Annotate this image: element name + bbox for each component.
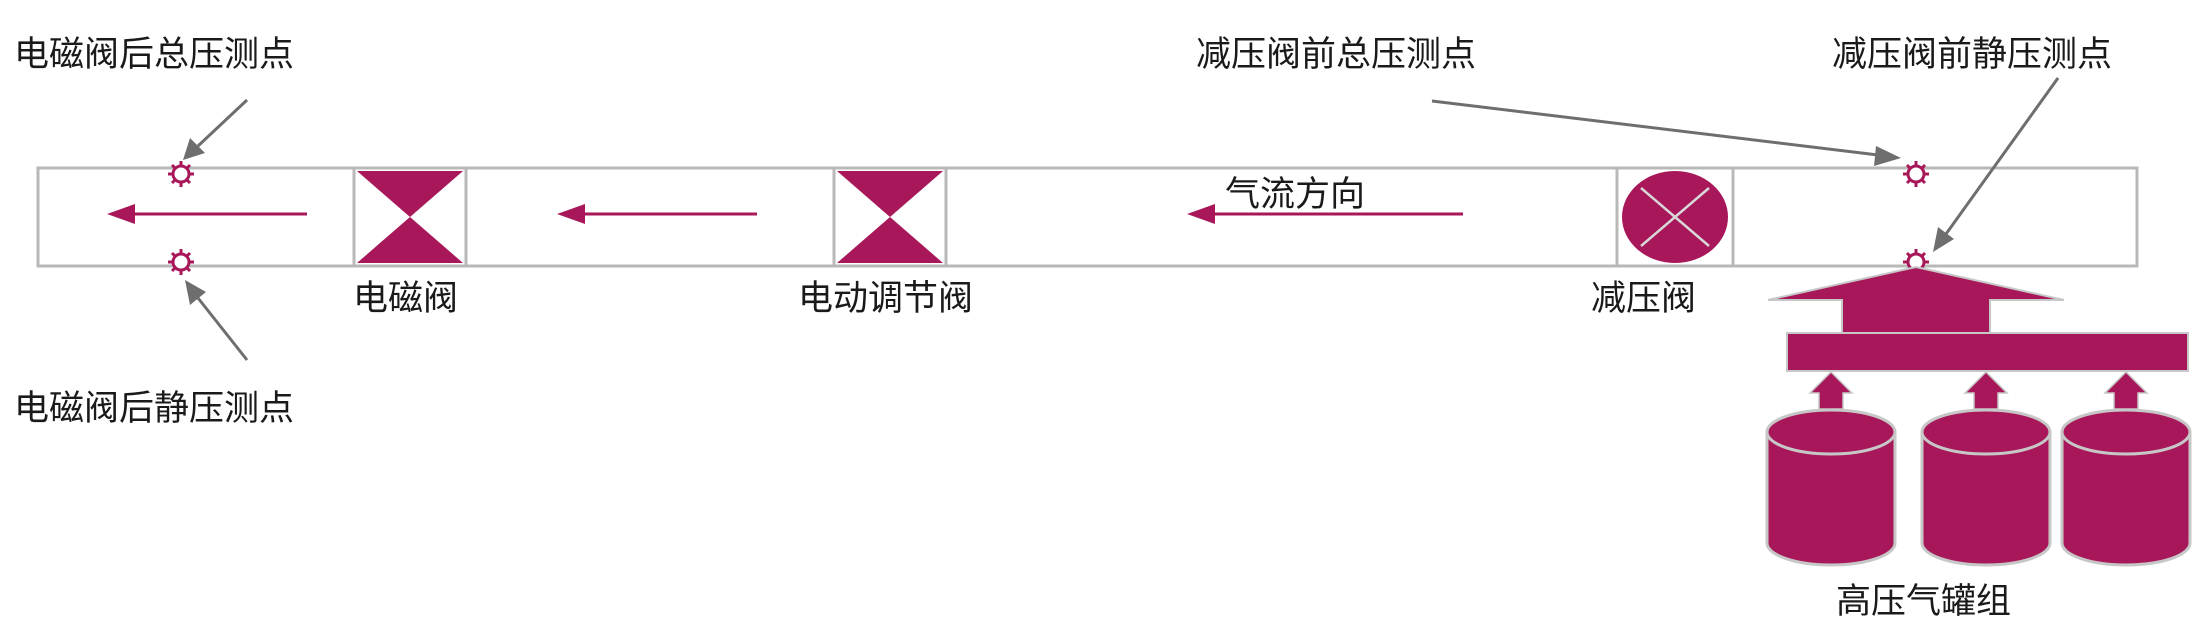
- label-electric-valve: 电动调节阀: [798, 279, 973, 319]
- tank-supply-arrow: [1767, 265, 2065, 334]
- leader-arrow-prv-static: [1933, 77, 2060, 252]
- tank-arrow-1: [1808, 370, 1854, 410]
- tank-arrow-3: [2103, 370, 2149, 410]
- solenoid-valve-symbol: [352, 166, 468, 268]
- main-pipe: [36, 166, 2139, 268]
- label-prv-static-pressure-point: 减压阀前静压测点: [1832, 35, 2112, 75]
- leader-arrow-prv-total: [1431, 99, 1901, 166]
- label-sv-static-pressure-point: 电磁阀后静压测点: [14, 389, 294, 429]
- label-tank-group: 高压气罐组: [1836, 582, 2011, 622]
- pressure-reducing-valve-symbol: [1615, 166, 1735, 268]
- gas-tank-1: [1765, 408, 1897, 567]
- electric-valve-symbol: [832, 166, 948, 268]
- flow-arrow-2: [557, 204, 757, 224]
- leader-arrow-sv-total: [183, 98, 249, 160]
- sensor-point-sv-static-icon: [168, 249, 194, 275]
- label-solenoid-valve: 电磁阀: [353, 279, 458, 319]
- flow-arrow-1: [107, 204, 307, 224]
- sensor-point-sv-total-icon: [168, 161, 194, 187]
- label-pressure-reducing-valve: 减压阀: [1591, 279, 1696, 319]
- gas-tank-2: [1920, 408, 2052, 567]
- gas-tank-3: [2060, 408, 2192, 567]
- label-prv-total-pressure-point: 减压阀前总压测点: [1196, 35, 1476, 75]
- tank-arrow-2: [1963, 370, 2009, 410]
- leader-arrow-sv-static: [185, 280, 249, 361]
- label-sv-total-pressure-point: 电磁阀后总压测点: [14, 35, 294, 75]
- sensor-point-prv-total-icon: [1903, 161, 1929, 187]
- label-flow-direction: 气流方向: [1225, 175, 1365, 215]
- flow-arrow-3: [1187, 204, 1463, 224]
- tank-manifold: [1786, 332, 2189, 372]
